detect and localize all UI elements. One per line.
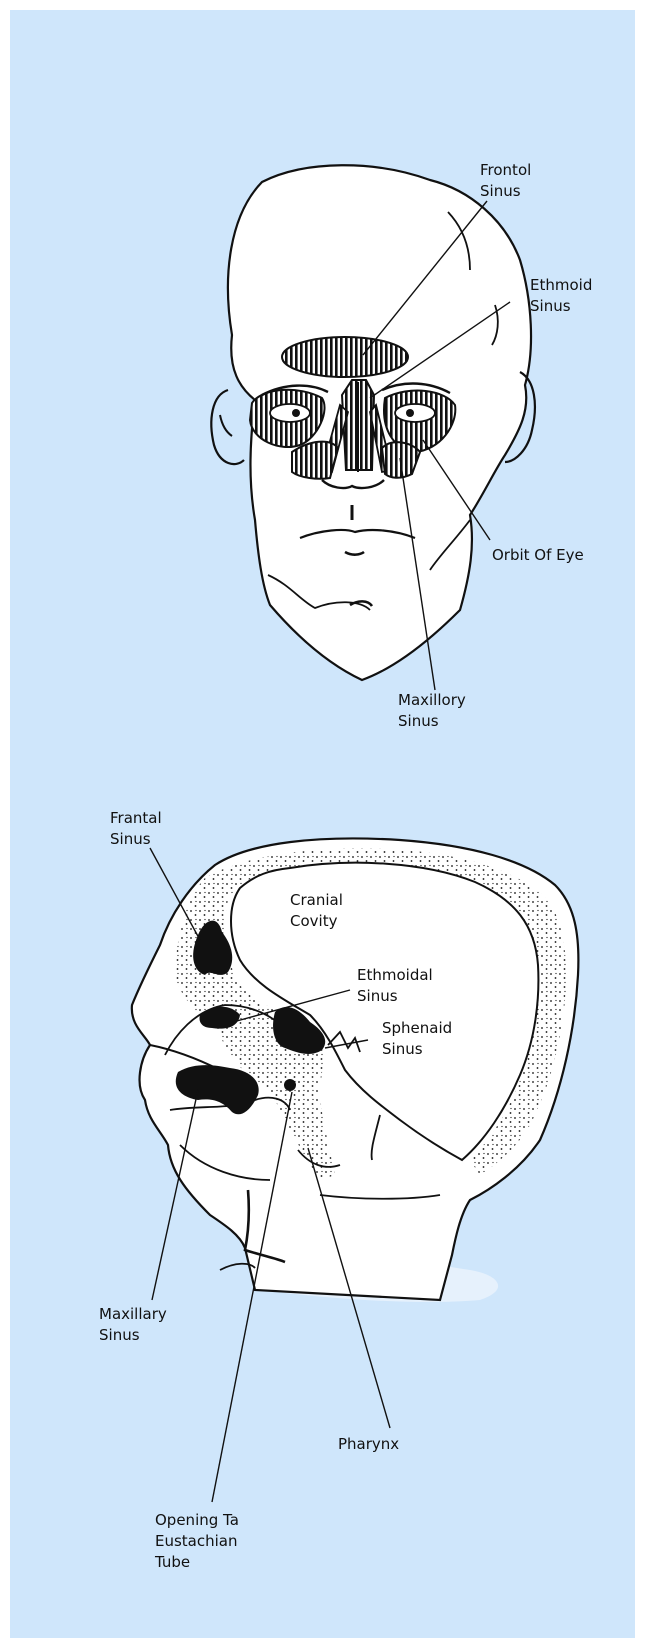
label-line: Sphenaid — [382, 1018, 452, 1039]
label-line: Maxillory — [398, 690, 466, 711]
eustachian-opening-dot — [284, 1079, 296, 1091]
label-sphenoid-sinus: Sphenaid Sinus — [382, 1018, 452, 1060]
label-line: Frantal — [110, 808, 162, 829]
label-line: Maxillary — [99, 1304, 167, 1325]
label-ethmoid-sinus-front: Ethmoid Sinus — [530, 275, 592, 317]
label-frontal-sinus-front: Frontol Sinus — [480, 160, 531, 202]
label-line: Frontol — [480, 160, 531, 181]
label-line: Opening Ta — [155, 1510, 239, 1531]
label-line: Cranial — [290, 890, 343, 911]
side-view-head — [132, 838, 579, 1301]
label-orbit-of-eye: Orbit Of Eye — [492, 545, 584, 566]
label-ethmoidal-sinus: Ethmoidal Sinus — [357, 965, 433, 1007]
label-line: Covity — [290, 911, 343, 932]
label-frontal-sinus-side: Frantal Sinus — [110, 808, 162, 850]
label-line: Orbit Of Eye — [492, 545, 584, 566]
label-line: Sinus — [99, 1325, 167, 1346]
label-opening-eustachian-tube: Opening Ta Eustachian Tube — [155, 1510, 239, 1573]
left-maxillary-sinus-shape — [292, 442, 338, 479]
label-line: Sinus — [382, 1039, 452, 1060]
label-line: Ethmoid — [530, 275, 592, 296]
label-line: Tube — [155, 1552, 239, 1573]
label-line: Pharynx — [338, 1434, 399, 1455]
label-line: Sinus — [110, 829, 162, 850]
label-line: Sinus — [530, 296, 592, 317]
label-cranial-cavity: Cranial Covity — [290, 890, 343, 932]
label-pharynx: Pharynx — [338, 1434, 399, 1455]
label-line: Eustachian — [155, 1531, 239, 1552]
label-line: Ethmoidal — [357, 965, 433, 986]
front-view-face — [211, 165, 535, 680]
frontal-sinus-shape — [282, 337, 408, 377]
label-maxillary-sinus-side: Maxillary Sinus — [99, 1304, 167, 1346]
label-line: Sinus — [480, 181, 531, 202]
label-maxillary-sinus-front: Maxillory Sinus — [398, 690, 466, 732]
label-line: Sinus — [357, 986, 433, 1007]
left-ear — [211, 390, 244, 464]
label-line: Sinus — [398, 711, 466, 732]
